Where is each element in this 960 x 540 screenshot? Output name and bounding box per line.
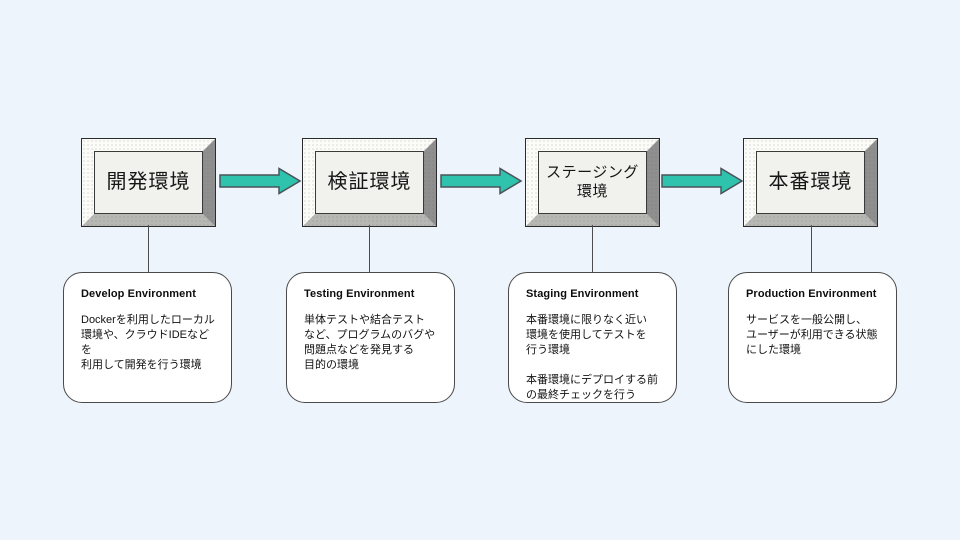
stage-box-staging: ステージング 環境 (525, 138, 660, 227)
description-body: サービスを一般公開し、 ユーザーが利用できる状態 にした環境 (746, 314, 878, 356)
stage-box-label: ステージング 環境 (546, 163, 639, 200)
description-title: Testing Environment (304, 288, 415, 300)
description-title: Develop Environment (81, 288, 196, 300)
description-body: 本番環境に限りなく近い 環境を使用してテストを 行う環境 本番環境にデプロイする… (526, 314, 658, 401)
stage-box-panel: 開発環境 (94, 151, 203, 214)
stage-box-label: 検証環境 (327, 171, 412, 193)
stage-box-panel: 本番環境 (756, 151, 865, 214)
connector-line (148, 225, 149, 273)
description-card-develop: Develop Environment Dockerを利用したローカル 環境や、… (63, 272, 232, 403)
stage-box-panel: ステージング 環境 (538, 151, 647, 214)
description-body: Dockerを利用したローカル 環境や、クラウドIDEなどを 利用して開発を行う… (81, 314, 215, 371)
connector-line (592, 225, 593, 273)
stage-box-label: 本番環境 (768, 171, 853, 193)
description-title: Staging Environment (526, 288, 639, 300)
flow-arrow-icon (219, 167, 302, 195)
stage-box-testing: 検証環境 (302, 138, 437, 227)
stage-box-label: 開発環境 (106, 171, 191, 193)
description-card-production: Production Environment サービスを一般公開し、 ユーザーが… (728, 272, 897, 403)
flow-arrow-icon (440, 167, 523, 195)
connector-line (369, 225, 370, 273)
description-card-testing: Testing Environment 単体テストや結合テスト など、プログラム… (286, 272, 455, 403)
stage-box-panel: 検証環境 (315, 151, 424, 214)
connector-line (811, 225, 812, 273)
stage-box-develop: 開発環境 (81, 138, 216, 227)
description-title: Production Environment (746, 288, 877, 300)
stage-box-production: 本番環境 (743, 138, 878, 227)
flow-arrow-icon (661, 167, 744, 195)
description-body: 単体テストや結合テスト など、プログラムのバグや 問題点などを発見する 目的の環… (304, 314, 436, 371)
description-card-staging: Staging Environment 本番環境に限りなく近い 環境を使用してテ… (508, 272, 677, 403)
